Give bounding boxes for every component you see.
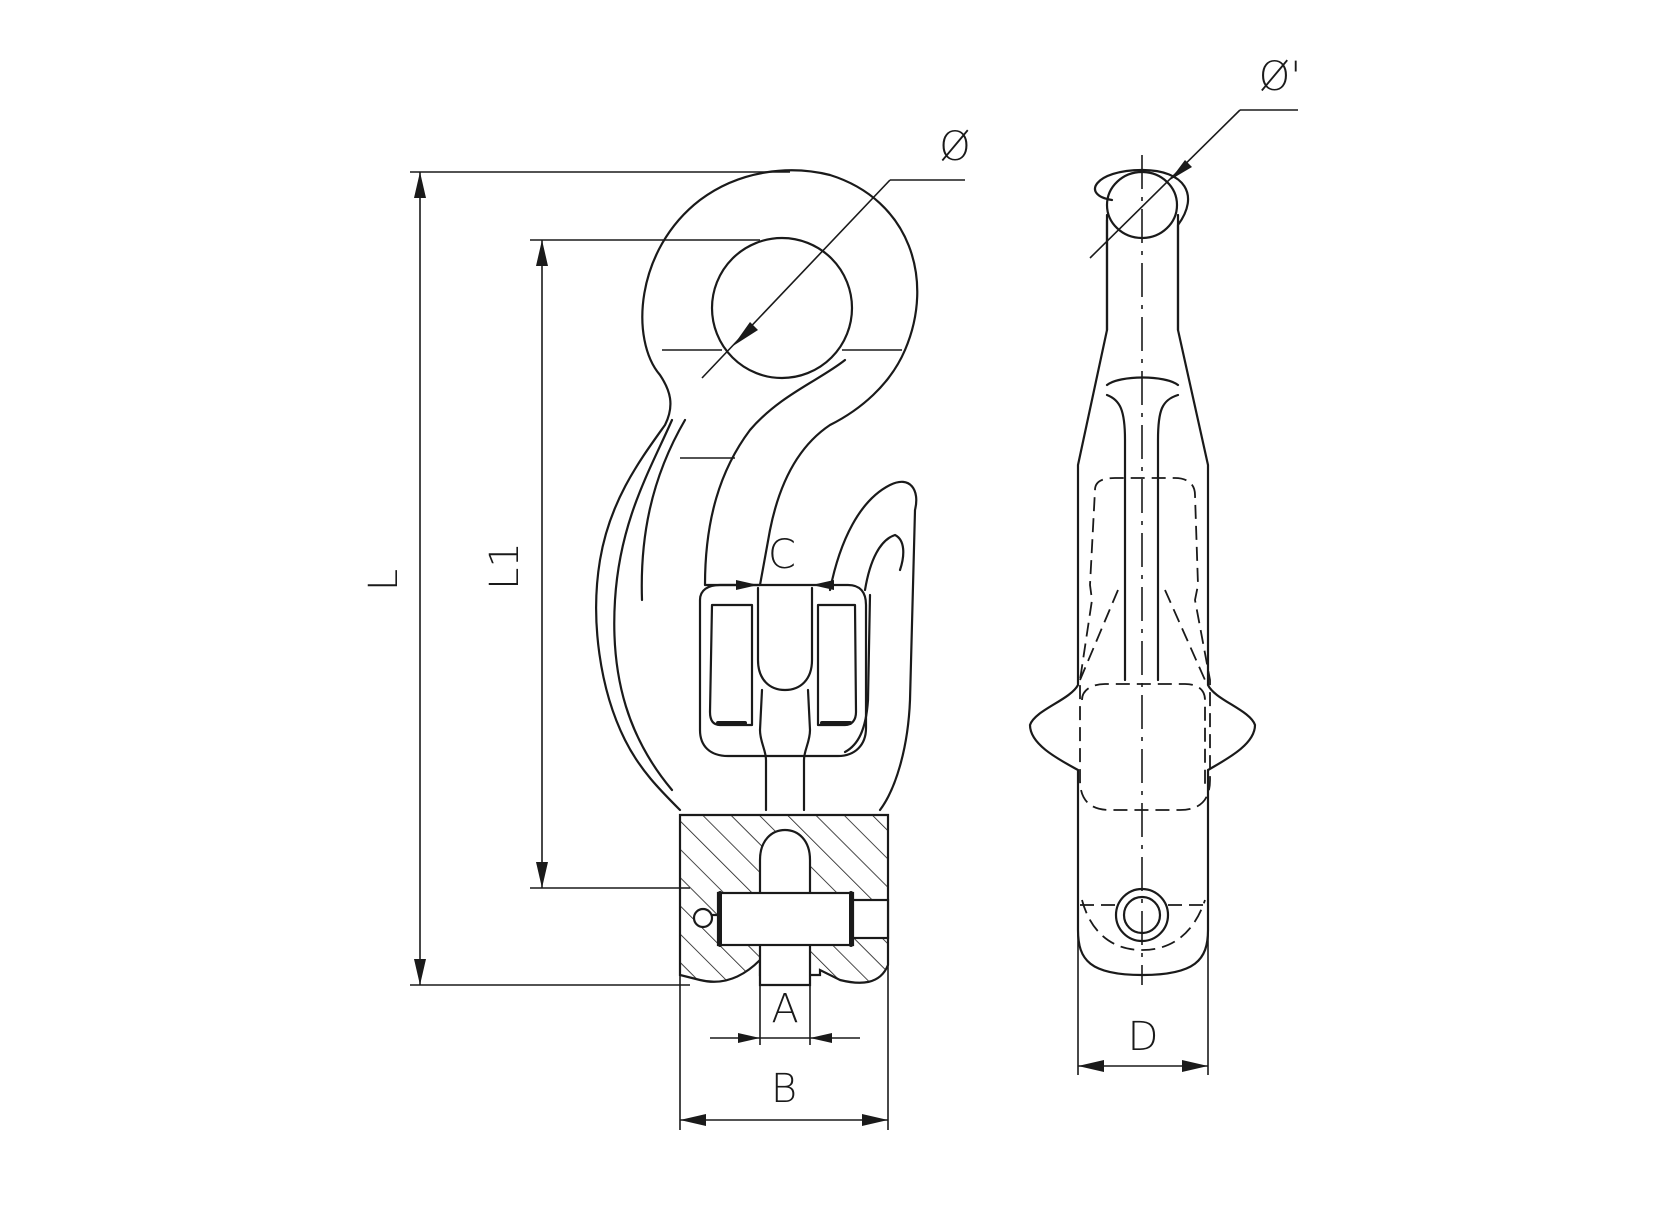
dim-L-arrow-top	[414, 172, 426, 198]
hook-tip-inner	[863, 533, 905, 592]
side-neck-right	[1156, 393, 1180, 682]
pocket-frame-outer	[698, 583, 868, 758]
dim-L-arrow-bottom	[414, 959, 426, 985]
dim-C-arrow-right	[812, 580, 834, 590]
dim-D-arrow-left	[1078, 1060, 1104, 1072]
side-hidden-bottom	[1081, 899, 1206, 951]
dim-L-label: L	[361, 569, 407, 591]
dim-D-label: D	[1128, 1014, 1159, 1060]
hook-body-outline	[595, 169, 919, 812]
dim-B-arrow-right	[862, 1114, 888, 1126]
dimensions: L L1 C A B D	[361, 54, 1301, 1130]
swivel-neck	[758, 688, 812, 812]
dim-C-arrow-left	[736, 580, 758, 590]
side-hidden-pocket	[1081, 683, 1206, 790]
dim-C-label: C	[768, 532, 796, 578]
dim-B-arrow-left	[680, 1114, 706, 1126]
front-view	[595, 169, 919, 987]
dim-D-arrow-right	[1182, 1060, 1208, 1072]
hook-shank-inner-line	[613, 418, 674, 792]
side-view	[1028, 155, 1257, 985]
dim-eye-arrow	[733, 322, 758, 346]
side-hidden-taper-right	[1164, 589, 1206, 681]
dim-section-leader	[1089, 109, 1241, 259]
dim-B-label: B	[771, 1066, 797, 1112]
dim-A-label: A	[771, 986, 798, 1032]
split-pin-hole	[692, 907, 714, 929]
pocket-right-window	[816, 603, 858, 727]
side-neck-left	[1105, 393, 1127, 682]
latch-inner-line	[843, 593, 872, 754]
dim-L1-arrow-top	[536, 240, 548, 266]
cross-pin-end	[851, 898, 890, 940]
hook-back-line	[640, 418, 687, 602]
swivel-shank	[756, 586, 814, 692]
dim-A-arrow-left	[738, 1033, 760, 1043]
cross-pin	[716, 891, 855, 947]
dim-L1-label: L1	[482, 542, 528, 590]
side-hidden-body	[1079, 477, 1211, 811]
hook-tip	[828, 480, 918, 812]
dim-L1-arrow-bottom	[536, 862, 548, 888]
dim-eye-leader	[701, 179, 891, 379]
dim-section-label: Ø'	[1259, 54, 1301, 100]
pocket-left-window	[708, 603, 754, 727]
side-hidden-taper-left	[1079, 589, 1119, 681]
eye-hole	[710, 236, 854, 380]
dim-eye-label: Ø	[939, 124, 970, 170]
dim-A-arrow-right	[810, 1033, 832, 1043]
dim-section-arrow	[1170, 160, 1192, 180]
